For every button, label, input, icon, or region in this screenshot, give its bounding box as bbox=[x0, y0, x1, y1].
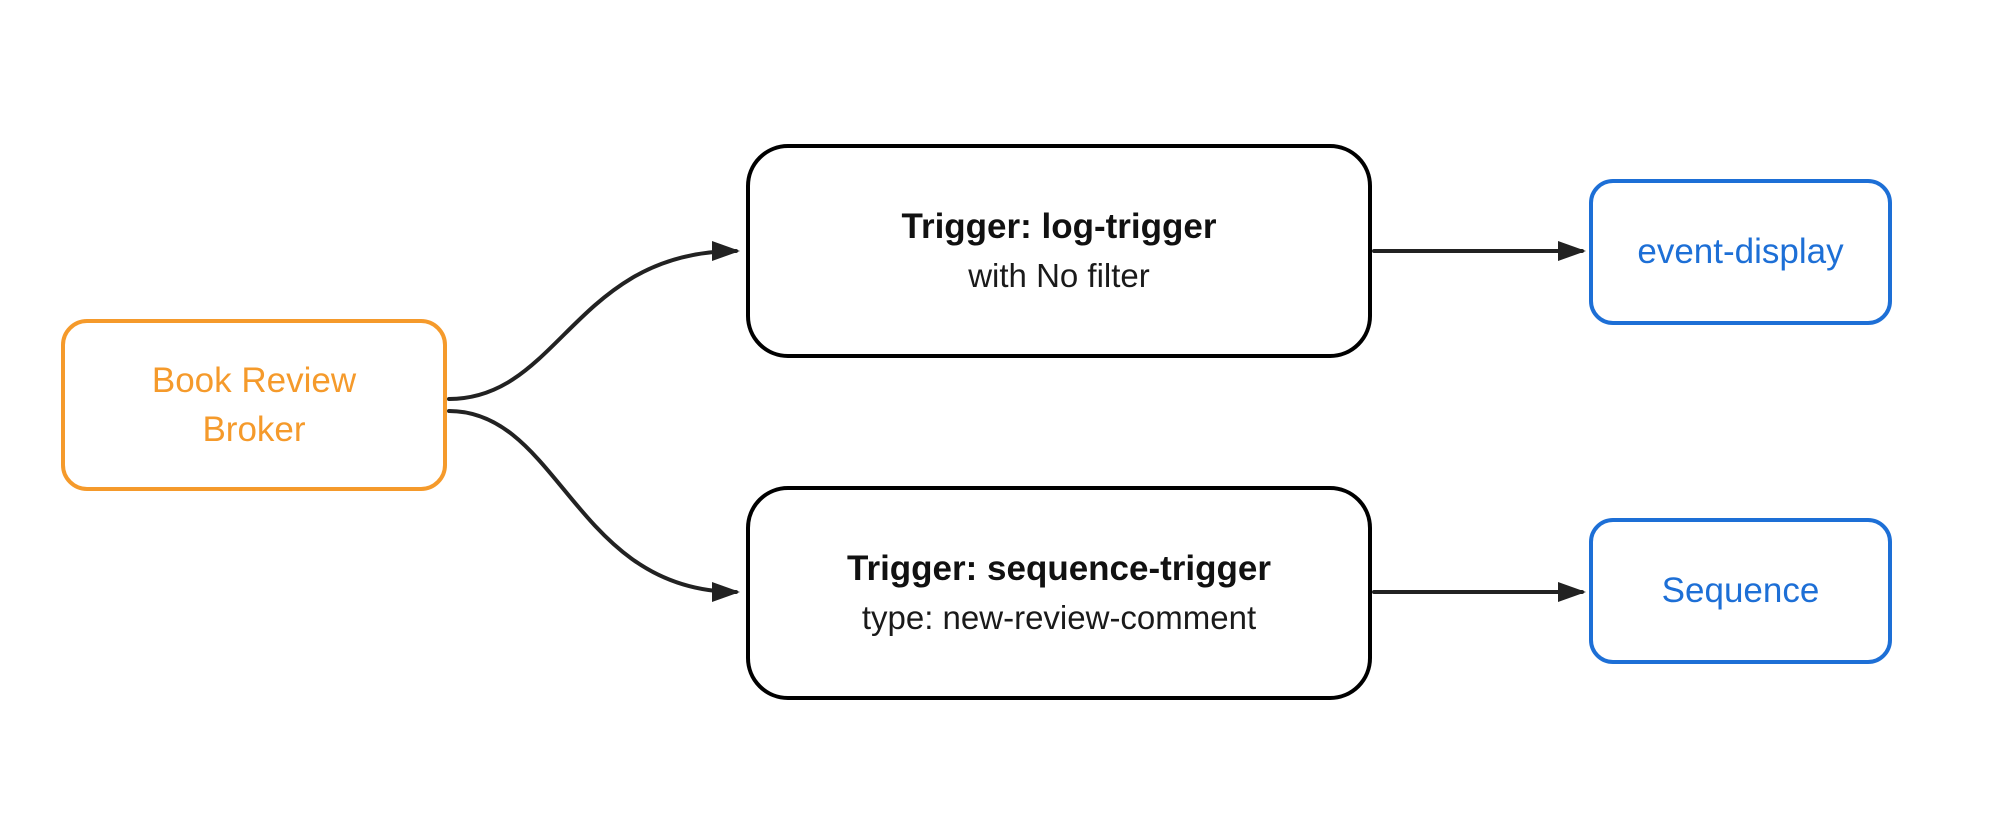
log-trigger-subtitle: with No filter bbox=[968, 257, 1150, 294]
node-event-display: event-display bbox=[1589, 179, 1892, 325]
edge-broker-to-sequence-trigger bbox=[447, 409, 740, 602]
node-sequence-trigger: Trigger: sequence-trigger type: new-revi… bbox=[746, 486, 1372, 700]
broker-label: Book Review Broker bbox=[151, 361, 357, 449]
log-trigger-title: Trigger: log-trigger bbox=[901, 207, 1217, 246]
event-display-label: event-display bbox=[1637, 232, 1844, 271]
node-book-review-broker: Book Review Broker bbox=[61, 319, 447, 491]
node-sequence: Sequence bbox=[1589, 518, 1892, 664]
sequence-trigger-title: Trigger: sequence-trigger bbox=[847, 549, 1271, 588]
node-log-trigger: Trigger: log-trigger with No filter bbox=[746, 144, 1372, 358]
edge-broker-to-log-trigger bbox=[447, 241, 740, 401]
sequence-label: Sequence bbox=[1661, 571, 1820, 610]
sequence-trigger-subtitle: type: new-review-comment bbox=[861, 599, 1257, 636]
